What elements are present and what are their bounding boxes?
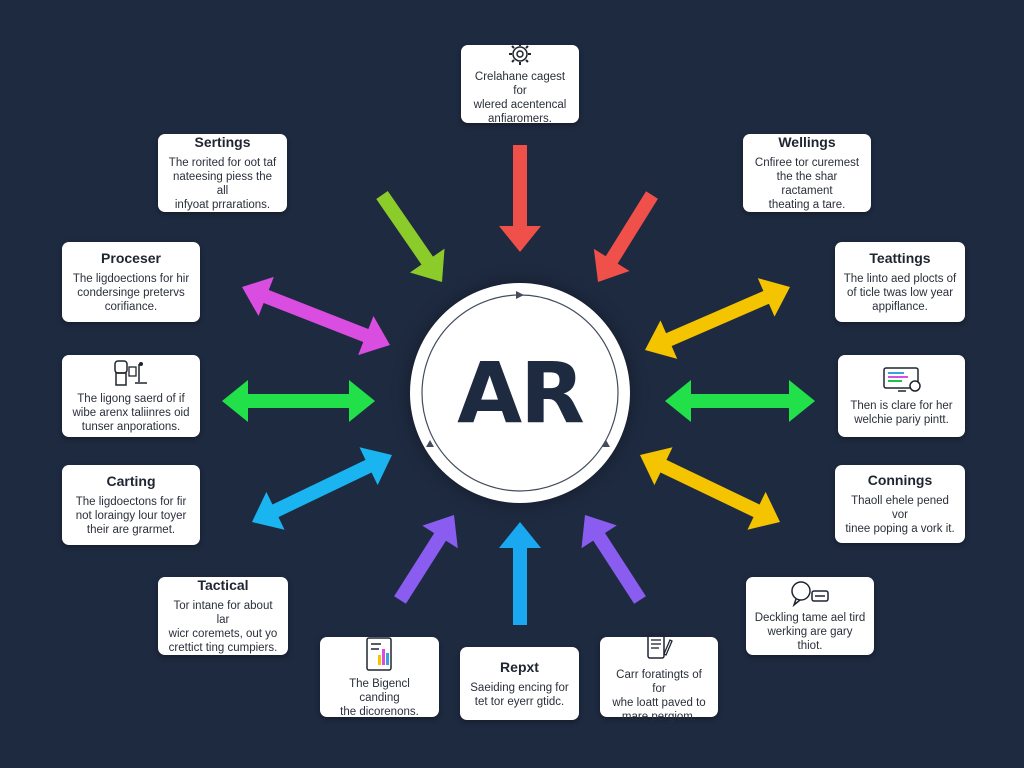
card-deckling-text: Deckling tame ael tird werking are gary … [754,612,866,652]
card-top: Crelahane cagest for wlered acentencal a… [461,42,579,125]
arrow-shaft [664,290,771,347]
card-sertings-title: Sertings [194,134,251,150]
arrow-head [499,522,541,548]
card-bottom-right-text: Carr foratingts of for whe loatt paved t… [612,669,706,723]
arrow-head [645,320,678,359]
arrow-lower-left [252,447,392,530]
card-sertings: Sertings The rorited for oot taf nateesi… [158,134,287,212]
arrow-lower-right [640,447,780,530]
document-chart-icon [363,635,397,673]
arrow-top-left [376,191,445,282]
arrow-upper-right [645,278,790,359]
card-top-text: Crelahane cagest for wlered acentencal a… [473,71,567,125]
card-right-middle-text: Then is clare for her welchie pariy pint… [850,400,953,426]
arrow-head [252,491,285,530]
arrow-head [593,248,630,282]
hub-label: AR [457,344,585,442]
card-tactical-title: Tactical [197,577,249,593]
card-repxt: Repxt Saeiding encing for tet tor eyerr … [460,647,579,720]
card-connings-text: Thaoll ehele pened vor tinee poping a vo… [845,495,955,535]
arrow-top-center [499,145,541,252]
gear-icon [507,42,533,66]
card-wellings-text: Cnfiree tor curemest the the shar ractam… [754,157,860,211]
arrow-shaft [261,289,371,343]
card-tactical-text: Tor intane for about lar wicr coremets, … [168,600,278,654]
arrow-shaft [376,191,435,267]
card-bottom-left: The Bigencl canding the dicorenons. [320,635,439,718]
arrow-head [358,315,390,356]
arrow-head [349,380,375,422]
card-carting-text: The ligdoectons for fir not loraingy lou… [75,496,187,536]
arrow-shaft [604,191,658,266]
card-repxt-text: Saeiding encing for tet tor eyerr gtidc. [470,681,569,708]
card-left-middle-text: The ligong saerd of if wibe arenx taliin… [72,393,190,433]
arrow-head [359,447,392,486]
arrow-head [222,380,248,422]
arrow-head [640,447,673,486]
card-bottom-right: Carr foratingts of for whe loatt paved t… [600,633,718,723]
card-teattings-title: Teattings [869,250,931,266]
card-tactical: Tactical Tor intane for about lar wicr c… [158,577,288,655]
arrow-head [242,276,274,317]
card-connings: Connings Thaoll ehele pened vor tinee po… [835,465,965,543]
arrow-shaft [592,531,646,604]
arrow-bottom-right [581,515,646,604]
card-teattings: Teattings The linto aed plocts of of tic… [835,242,965,322]
card-proceser-text: The ligdoections for hir condersinge pre… [72,273,190,313]
arrow-top-right [593,191,658,282]
card-wellings-title: Wellings [778,134,836,150]
card-bottom-left-text: The Bigencl canding the dicorenons. [340,678,419,718]
card-right-middle: Then is clare for her welchie pariy pint… [838,355,965,437]
arrow-head [581,515,617,549]
arrow-bottom-left [394,515,458,604]
card-connings-title: Connings [867,472,933,488]
arrow-shaft [270,459,374,518]
card-teattings-text: The linto aed plocts of of ticle twas lo… [843,273,957,313]
arrow-head [409,248,445,282]
arrow-head [665,380,691,422]
card-left-middle: The ligong saerd of if wibe arenx taliin… [62,355,200,437]
chat-icon [788,579,832,607]
workstation-icon [111,358,151,388]
arrow-head [422,515,458,549]
card-proceser-title: Proceser [101,250,161,266]
arrow-head [789,380,815,422]
arrow-upper-left [242,276,390,356]
card-carting: Carting The ligdoectons for fir not lora… [62,465,200,545]
arrow-shaft [394,531,448,604]
card-carting-title: Carting [106,473,156,489]
arrow-head [499,226,541,252]
card-deckling: Deckling tame ael tird werking are gary … [746,577,874,655]
card-sertings-text: The rorited for oot taf nateesing piess … [168,157,277,211]
arrow-head [757,278,790,317]
arrow-bottom-center [499,522,541,625]
arrow-mid-left [222,380,375,422]
arrow-shaft [658,459,762,518]
hub-ring [421,291,619,492]
card-wellings: Wellings Cnfiree tor curemest the the sh… [743,134,871,212]
hub-circle: AR [410,283,630,503]
monitor-icon [880,365,924,395]
arrow-head [747,491,780,530]
clipboard-icon [642,630,676,664]
arrow-mid-right [665,380,815,422]
card-proceser: Proceser The ligdoections for hir conder… [62,242,200,322]
card-repxt-title: Repxt [500,658,539,675]
